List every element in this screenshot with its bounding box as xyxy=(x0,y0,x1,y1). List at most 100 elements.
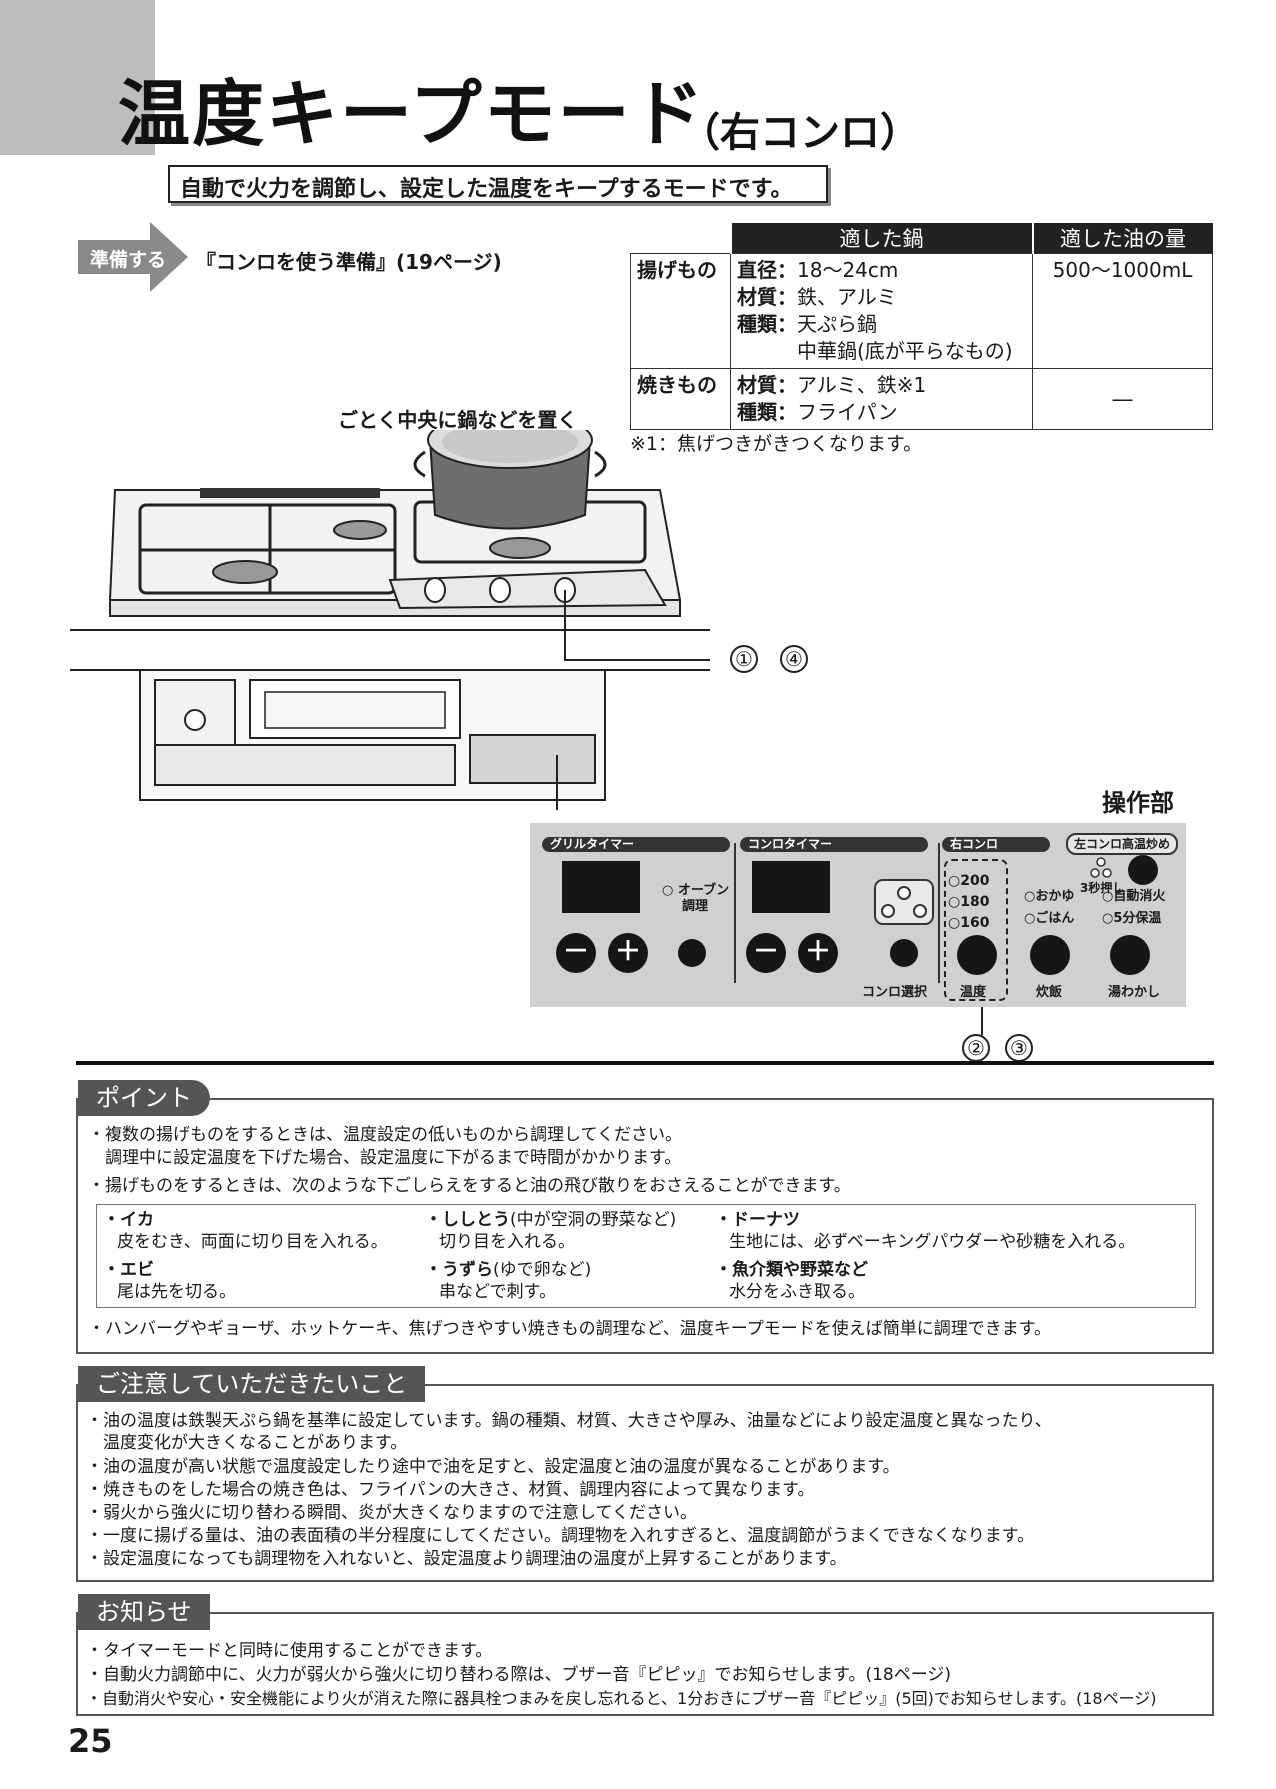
indicator-lamps-icon xyxy=(1090,857,1112,878)
spec-key: 材質： xyxy=(737,373,797,397)
section-divider xyxy=(76,1061,1214,1065)
panel-leader-line xyxy=(981,1007,983,1035)
tip-ebi: ・エビ尾は先を切る。 xyxy=(103,1259,236,1303)
boil-button[interactable] xyxy=(1110,935,1150,975)
three-sec-label: 3秒押し xyxy=(1080,881,1125,895)
caution-item: ・油の温度が高い状態で温度設定したり途中で油を足すと、設定温度と油の温度が異なる… xyxy=(86,1457,900,1477)
tip-title: ・ししとう xyxy=(425,1210,510,1230)
tips-box: ・イカ皮をむき、両面に切り目を入れる。 ・ししとう(中が空洞の野菜など)切り目を… xyxy=(96,1204,1196,1308)
temp-label: 温度 xyxy=(960,985,987,1000)
konro-timer-display xyxy=(752,861,830,913)
stove-illustration xyxy=(70,430,710,810)
table-row: 焼きもの 材質：アルミ、鉄※1 種類：フライパン ― xyxy=(630,368,1213,430)
row-name: 焼きもの xyxy=(630,368,731,430)
rice-label: 炊飯 xyxy=(1036,985,1063,1000)
notice-heading: お知らせ xyxy=(78,1594,210,1630)
row-specs: 直径：18～24cm 材質：鉄、アルミ 種類：天ぷら鍋 中華鍋(底が平らなもの) xyxy=(730,253,1033,369)
temp-dashed-box xyxy=(944,859,1008,1001)
pan-table: 適した鍋 適した油の量 揚げもの 直径：18～24cm 材質：鉄、アルミ 種類：… xyxy=(630,223,1213,430)
caution-item: ・弱火から強火に切り替わる瞬間、炎が大きくなりますので注意してください。 xyxy=(86,1503,697,1523)
notice-item: ・タイマーモードと同時に使用することができます。 xyxy=(86,1641,493,1661)
tip-note: (ゆで卵など) xyxy=(493,1260,592,1280)
temp-200: ○200 xyxy=(948,873,990,889)
temp-160: ○160 xyxy=(948,915,990,931)
point-bullet: ・複数の揚げものをするときは、温度設定の低いものから調理してください。 xyxy=(88,1125,682,1145)
tip-seafood: ・魚介類や野菜など水分をふき取る。 xyxy=(715,1259,868,1303)
konro-select-label: コンロ選択 xyxy=(862,985,928,1000)
panel-divider xyxy=(938,843,940,983)
konro-plus-button[interactable]: ＋ xyxy=(798,933,838,973)
notice-section: お知らせ ・タイマーモードと同時に使用することができます。 ・自動火力調節中に、… xyxy=(76,1594,1214,1716)
tip-desc: 尾は先を切る。 xyxy=(117,1282,236,1302)
spec-value: アルミ、鉄※1 xyxy=(797,373,927,397)
rice-button[interactable] xyxy=(1030,935,1070,975)
panel-title: 操作部 xyxy=(1102,789,1174,817)
cautions-section: ご注意していただきたいこと ・油の温度は鉄製天ぷら鍋を基準に設定しています。鍋の… xyxy=(76,1366,1214,1582)
temp-button[interactable] xyxy=(957,935,997,975)
notice-item: ・自動火力調節中に、火力が弱火から強火に切り替わる際は、ブザー音『ピピッ』でお知… xyxy=(86,1665,952,1685)
points-heading: ポイント xyxy=(78,1080,210,1116)
tip-desc: 串などで刺す。 xyxy=(439,1282,556,1302)
callout-4: ④ xyxy=(780,645,808,673)
grill-plus-button[interactable]: ＋ xyxy=(608,933,648,973)
place-pan-label: ごとく中央に鍋などを置く xyxy=(338,408,578,432)
tip-shishito: ・ししとう(中が空洞の野菜など)切り目を入れる。 xyxy=(425,1209,676,1253)
right-konro-label: 右コンロ xyxy=(942,837,1050,852)
konro-select-button[interactable] xyxy=(890,939,918,967)
tip-note: (中が空洞の野菜など) xyxy=(510,1210,677,1230)
page-title: 温度キープモード xyxy=(118,72,706,156)
konro-minus-button[interactable]: － xyxy=(746,933,786,973)
oven-label-line1: ○ オーブン xyxy=(662,883,730,898)
tip-desc: 水分をふき取る。 xyxy=(729,1282,865,1302)
spec-value: 天ぷら鍋 xyxy=(797,312,877,336)
prep-arrow-icon xyxy=(78,222,188,292)
spec-value: 18～24cm xyxy=(797,258,899,282)
intro-box: 自動で火力を調節し、設定した温度をキープするモードです。 xyxy=(168,165,828,203)
corner-tab xyxy=(0,0,155,155)
tip-donut: ・ドーナツ生地には、必ずベーキングパウダーや砂糖を入れる。 xyxy=(715,1209,1135,1253)
row-oil: 500～1000mL xyxy=(1032,253,1213,369)
table-corner xyxy=(630,223,731,254)
tip-uzura: ・うずら(ゆで卵など)串などで刺す。 xyxy=(425,1259,591,1303)
left-high-button[interactable] xyxy=(1128,855,1158,885)
grill-minus-button[interactable]: － xyxy=(556,933,596,973)
caution-item-cont: 温度変化が大きくなることがあります。 xyxy=(103,1433,408,1453)
header-oil: 適した油の量 xyxy=(1031,223,1213,254)
mode-okayu: ○おかゆ xyxy=(1024,889,1075,904)
tip-title: ・魚介類や野菜など xyxy=(715,1260,868,1280)
temp-180: ○180 xyxy=(948,894,990,910)
tip-ika: ・イカ皮をむき、両面に切り目を入れる。 xyxy=(103,1209,388,1253)
caution-item: ・一度に揚げる量は、油の表面積の半分程度にしてください。調理物を入れすぎると、温… xyxy=(86,1526,1035,1546)
spec-value: フライパン xyxy=(797,400,898,424)
tip-desc: 皮をむき、両面に切り目を入れる。 xyxy=(117,1232,388,1252)
control-panel: グリルタイマー コンロタイマー 右コンロ 左コンロ高温炒め ○ オーブン 調理 … xyxy=(530,823,1186,1007)
tip-title: ・エビ xyxy=(103,1260,154,1280)
spec-key: 種類： xyxy=(737,400,797,424)
tip-desc: 切り目を入れる。 xyxy=(439,1232,575,1252)
mode-gohan: ○ごはん xyxy=(1024,911,1075,926)
tip-title: ・ドーナツ xyxy=(715,1210,800,1230)
header-pan: 適した鍋 xyxy=(729,223,1033,254)
spec-value: 鉄、アルミ xyxy=(797,285,897,309)
oven-button[interactable] xyxy=(678,939,706,967)
table-footnote: ※1：焦げつきがきつくなります。 xyxy=(630,433,923,455)
callout-2: ② xyxy=(962,1034,990,1062)
callout-3: ③ xyxy=(1005,1034,1033,1062)
grill-timer-display xyxy=(562,861,640,913)
caution-item: ・設定温度になっても調理物を入れないと、設定温度より調理油の温度が上昇することが… xyxy=(86,1549,847,1569)
prep-reference: 『コンロを使う準備』(19ページ) xyxy=(196,250,502,274)
prep-label: 準備する xyxy=(90,249,167,271)
row-specs: 材質：アルミ、鉄※1 種類：フライパン xyxy=(730,368,1033,430)
row-name: 揚げもの xyxy=(630,253,731,369)
boil-label: 湯わかし xyxy=(1108,985,1161,1000)
page-number: 25 xyxy=(68,1722,113,1760)
callout-1: ① xyxy=(730,645,758,673)
konro-timer-label: コンロタイマー xyxy=(740,837,928,852)
spec-value: 中華鍋(底が平らなもの) xyxy=(797,339,1013,363)
grill-timer-label: グリルタイマー xyxy=(542,837,730,852)
notice-item: ・自動消火や安心・安全機能により火が消えた際に器具栓つまみを戻し忘れると、1分お… xyxy=(86,1689,1157,1708)
mode-auto-off: ○自動消火 xyxy=(1102,889,1166,904)
points-section: ポイント ・複数の揚げものをするときは、温度設定の低いものから調理してください。… xyxy=(76,1080,1214,1354)
row-oil: ― xyxy=(1032,368,1213,430)
point-bullet: ・ハンバーグやギョーザ、ホットケーキ、焦げつきやすい焼きもの調理など、温度キープ… xyxy=(88,1319,1052,1339)
